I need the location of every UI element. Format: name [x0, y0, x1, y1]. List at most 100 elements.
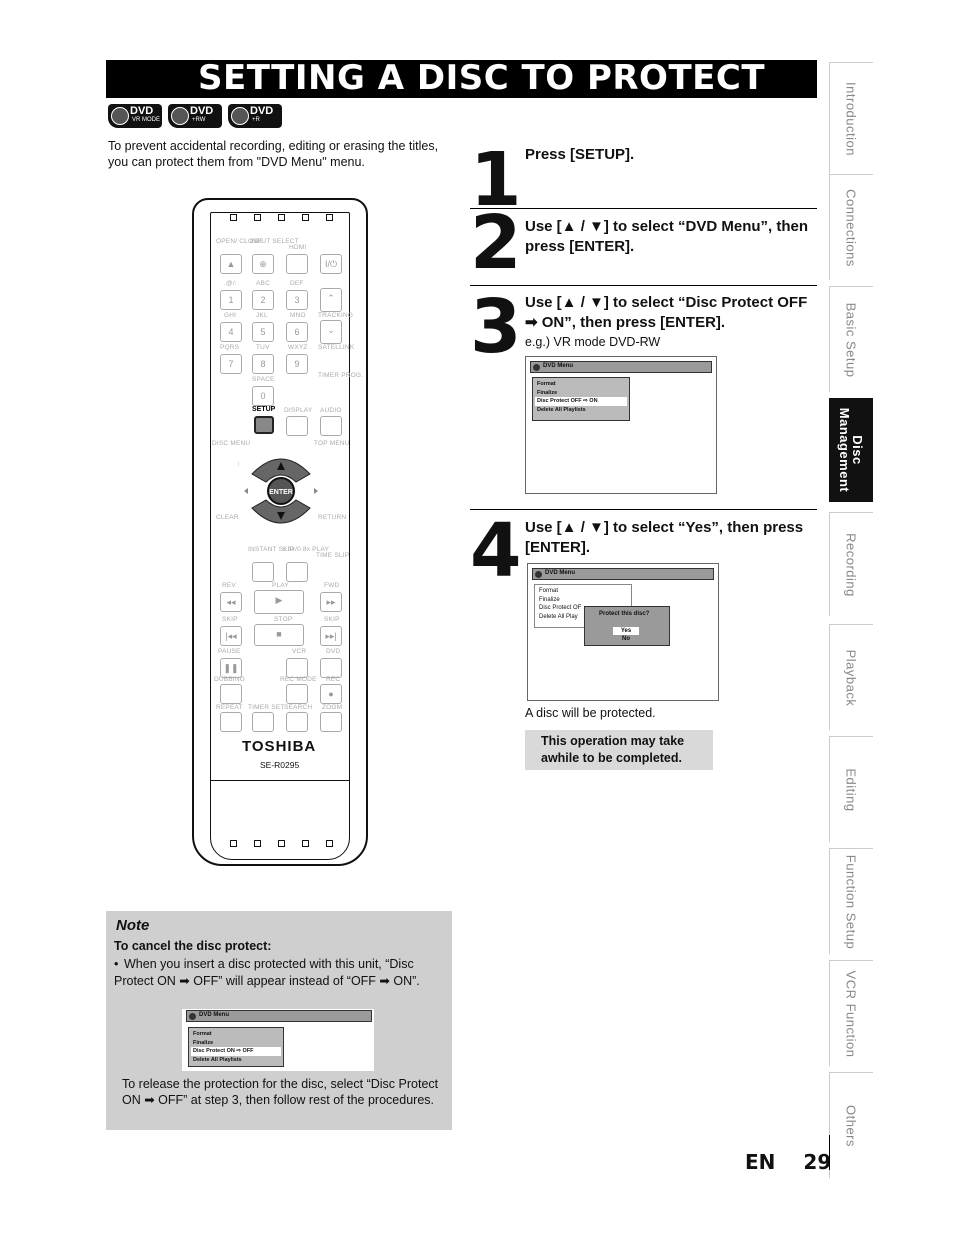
- badge-name: DVD: [130, 105, 154, 117]
- tracking-up-button: ⌃: [320, 288, 342, 312]
- side-tab-vcr-function[interactable]: VCR Function: [829, 960, 873, 1066]
- menu-header: DVD Menu: [543, 363, 573, 369]
- remote-label: FWD: [324, 582, 340, 589]
- tab-label: Function Setup: [843, 854, 859, 949]
- remote-label: ZOOM: [322, 704, 343, 711]
- dvd-menu-screen-step4: DVD Menu Format Finalize Disc Protect OF…: [527, 563, 719, 701]
- dialog-question: Protect this disc?: [599, 611, 650, 617]
- menu-item: Finalize: [539, 596, 560, 603]
- yes-option: Yes: [613, 627, 639, 635]
- disc-icon: [231, 107, 249, 125]
- remote-label: REV: [222, 582, 236, 589]
- side-tab-introduction[interactable]: Introduction: [829, 62, 873, 174]
- zoom-button: [320, 712, 342, 732]
- rec-button: ●: [320, 684, 342, 704]
- fwd-button: ▸▸: [320, 592, 342, 612]
- menu-item: Format: [537, 381, 556, 387]
- menu-header: DVD Menu: [199, 1012, 229, 1018]
- key-1: 1: [220, 290, 242, 310]
- remote-brand: TOSHIBA: [242, 738, 317, 755]
- footer-divider: [829, 1135, 830, 1170]
- dvd-menu-icon: [535, 571, 542, 578]
- step-1-text: Press [SETUP].: [525, 146, 635, 163]
- remote-control-illustration: OPEN/ CLOSE INPUT SELECT HDMI ▲ ⊕ I/⏻ .@…: [192, 198, 368, 866]
- remote-label: PLAY: [272, 582, 289, 589]
- stop-button: ■: [254, 624, 304, 646]
- remote-label: REPEAT: [216, 704, 243, 711]
- badge-name: DVD: [250, 105, 274, 117]
- power-button: I/⏻: [320, 254, 342, 274]
- result-text: A disc will be protected.: [525, 706, 656, 720]
- timer-set-button: [252, 712, 274, 732]
- remote-label: ABC: [256, 280, 270, 287]
- remote-label: MNO: [290, 312, 306, 319]
- menu-header: DVD Menu: [545, 570, 575, 576]
- key-3: 3: [286, 290, 308, 310]
- speed-play-button: [286, 562, 308, 582]
- language-code: EN: [745, 1150, 776, 1174]
- enter-label: ENTER: [269, 489, 293, 496]
- protect-confirm-dialog: Protect this disc? Yes No: [584, 606, 670, 646]
- step-3-number: 3: [470, 284, 522, 370]
- note-body: •When you insert a disc protected with t…: [114, 956, 446, 990]
- pause-button: ❚❚: [220, 658, 242, 678]
- dvd-menu-icon: [533, 364, 540, 371]
- side-tab-connections[interactable]: Connections: [829, 174, 873, 280]
- remote-label: HDMI: [289, 244, 307, 251]
- remote-label: AUDIO: [320, 407, 342, 414]
- remote-label: RETURN: [318, 514, 347, 521]
- tab-label: Recording: [843, 532, 859, 597]
- tab-label: Connections: [843, 188, 859, 267]
- repeat-button: [220, 712, 242, 732]
- input-select-button: ⊕: [252, 254, 274, 274]
- remote-label: DUBBING: [214, 676, 246, 683]
- skip-forward-button: ▸▸|: [320, 626, 342, 646]
- menu-item: Finalize: [537, 389, 558, 396]
- key-4: 4: [220, 322, 242, 342]
- note-footer: To release the protection for the disc, …: [122, 1077, 439, 1107]
- disc-icon: [171, 107, 189, 125]
- remote-top-dots: [230, 214, 333, 221]
- side-tab-function-setup[interactable]: Function Setup: [829, 848, 873, 954]
- hint-box: This operation may take awhile to be com…: [525, 730, 713, 770]
- remote-label: DISPLAY: [284, 407, 313, 414]
- side-tab-editing[interactable]: Editing: [829, 736, 873, 842]
- step-1-number: 1: [470, 137, 522, 223]
- key-6: 6: [286, 322, 308, 342]
- remote-label: CLEAR: [216, 514, 239, 521]
- note-title: Note: [116, 917, 150, 934]
- remote-label: JKL: [256, 312, 268, 319]
- step-4-text: Use [▲ / ▼] to select “Yes”, then press …: [525, 519, 804, 556]
- remote-label: WXYZ: [288, 344, 308, 351]
- tab-label: Playback: [843, 649, 859, 706]
- menu-item-selected: Disc Protect OFF ⇨ ON: [535, 397, 627, 406]
- audio-button: [320, 416, 342, 436]
- menu-item: Delete All Playlists: [193, 1056, 242, 1063]
- navigation-pad: ENTER: [238, 458, 318, 524]
- side-tab-basic-setup[interactable]: Basic Setup: [829, 286, 873, 392]
- remote-label: SKIP: [222, 616, 238, 623]
- step-divider: [470, 285, 817, 286]
- note-box: Note To cancel the disc protect: •When y…: [106, 911, 452, 1130]
- remote-label: 1.3x/0.8x PLAY: [282, 546, 330, 553]
- menu-item-selected: Disc Protect ON ⇨ OFF: [191, 1047, 281, 1056]
- setup-button-highlight: [254, 416, 274, 434]
- page-title: SETTING A DISC TO PROTECT: [198, 58, 766, 98]
- side-tab-others[interactable]: Others: [829, 1072, 873, 1178]
- side-tab-recording[interactable]: Recording: [829, 512, 873, 616]
- remote-label: VCR: [292, 648, 307, 655]
- remote-label: TIME SLIP: [316, 552, 350, 559]
- key-7: 7: [220, 354, 242, 374]
- side-tab-disc-management[interactable]: Disc Management: [829, 398, 873, 502]
- tab-label-active: Disc Management: [837, 407, 865, 493]
- remote-divider: [210, 780, 350, 781]
- remote-label: TRACKING: [318, 312, 354, 319]
- side-tab-playback[interactable]: Playback: [829, 624, 873, 730]
- remote-label: STOP: [274, 616, 293, 623]
- rev-button: ◂◂: [220, 592, 242, 612]
- remote-label: DVD: [326, 648, 341, 655]
- vcr-button: [286, 658, 308, 678]
- display-button: [286, 416, 308, 436]
- remote-label: SKIP: [324, 616, 340, 623]
- menu-item: Finalize: [193, 1039, 214, 1046]
